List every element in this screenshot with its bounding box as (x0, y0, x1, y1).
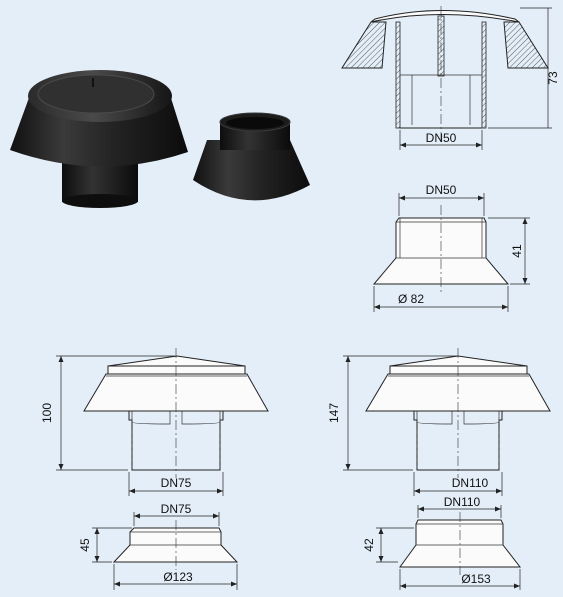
vent-cap-photo (10, 70, 188, 208)
adapter-dn50-drawing: DN50 41 Ø 82 (372, 183, 530, 312)
adapter-dn110-height-label: 42 (362, 538, 376, 552)
adapter-dn110-top-label: DN110 (444, 495, 481, 509)
vent-dn50-height-label: 73 (546, 71, 560, 85)
vent-dn110-width-label: DN110 (452, 476, 489, 490)
adapter-photo (193, 112, 310, 201)
vent-dn50-width-label: DN50 (426, 131, 457, 145)
vent-dn110-height-label: 147 (327, 403, 341, 423)
vent-dn110-drawing: 147 DN110 (327, 348, 551, 496)
adapter-dn50-height-label: 41 (510, 244, 524, 258)
vent-dn75-height-label: 100 (40, 403, 54, 423)
vent-dn75-width-label: DN75 (161, 476, 192, 490)
adapter-dn50-bottom-label: Ø 82 (398, 292, 424, 306)
vent-dn75-drawing: 100 DN75 (40, 348, 269, 496)
adapter-dn110-drawing: DN110 42 Ø153 (362, 495, 522, 590)
adapter-dn110-bottom-label: Ø153 (461, 572, 491, 586)
adapter-dn75-top-label: DN75 (161, 502, 192, 516)
vent-dn50-drawing: DN50 73 (341, 6, 560, 150)
adapter-dn75-bottom-label: Ø123 (163, 570, 193, 584)
adapter-dn75-drawing: DN75 45 Ø123 (78, 502, 239, 590)
adapter-dn75-height-label: 45 (78, 538, 92, 552)
adapter-dn50-top-label: DN50 (426, 183, 457, 197)
